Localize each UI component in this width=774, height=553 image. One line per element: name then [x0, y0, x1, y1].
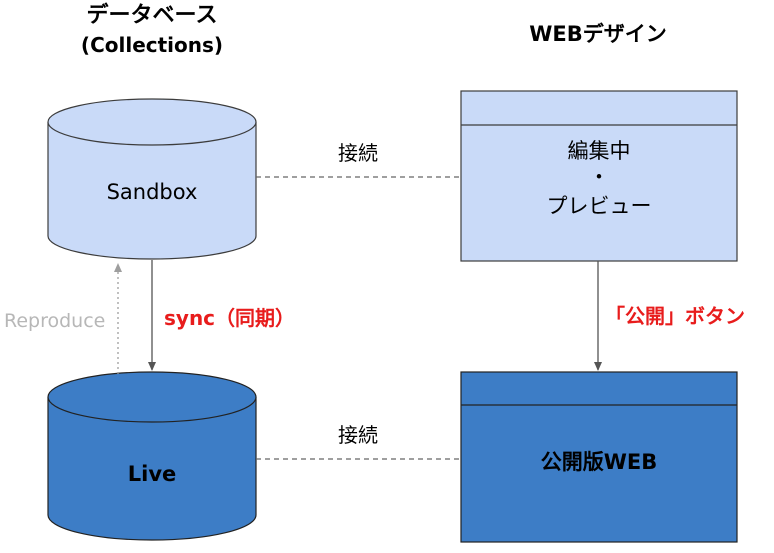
- published-web-box: 公開版WEB: [460, 371, 738, 543]
- database-header-line1: データベース: [87, 2, 218, 28]
- live-cylinder: Live: [47, 371, 257, 541]
- sandbox-cylinder: Sandbox: [47, 98, 257, 260]
- reproduce-label: Reproduce: [4, 310, 105, 332]
- sync-label: sync（同期）: [164, 306, 295, 330]
- web-design-header: WEBデザイン: [529, 22, 667, 46]
- live-label: Live: [128, 462, 177, 486]
- published-web-label: 公開版WEB: [541, 450, 658, 474]
- preview-line3: プレビュー: [547, 194, 652, 218]
- connect-label-bottom: 接続: [338, 423, 378, 447]
- preview-box: 編集中 ・ プレビュー: [460, 90, 738, 262]
- preview-line1: 編集中: [568, 139, 631, 163]
- connect-label-top: 接続: [338, 141, 378, 165]
- publish-button-label: 「公開」ボタン: [605, 304, 745, 328]
- database-header-line2: (Collections): [81, 33, 223, 57]
- preview-line2: ・: [589, 165, 610, 189]
- sandbox-label: Sandbox: [107, 180, 198, 204]
